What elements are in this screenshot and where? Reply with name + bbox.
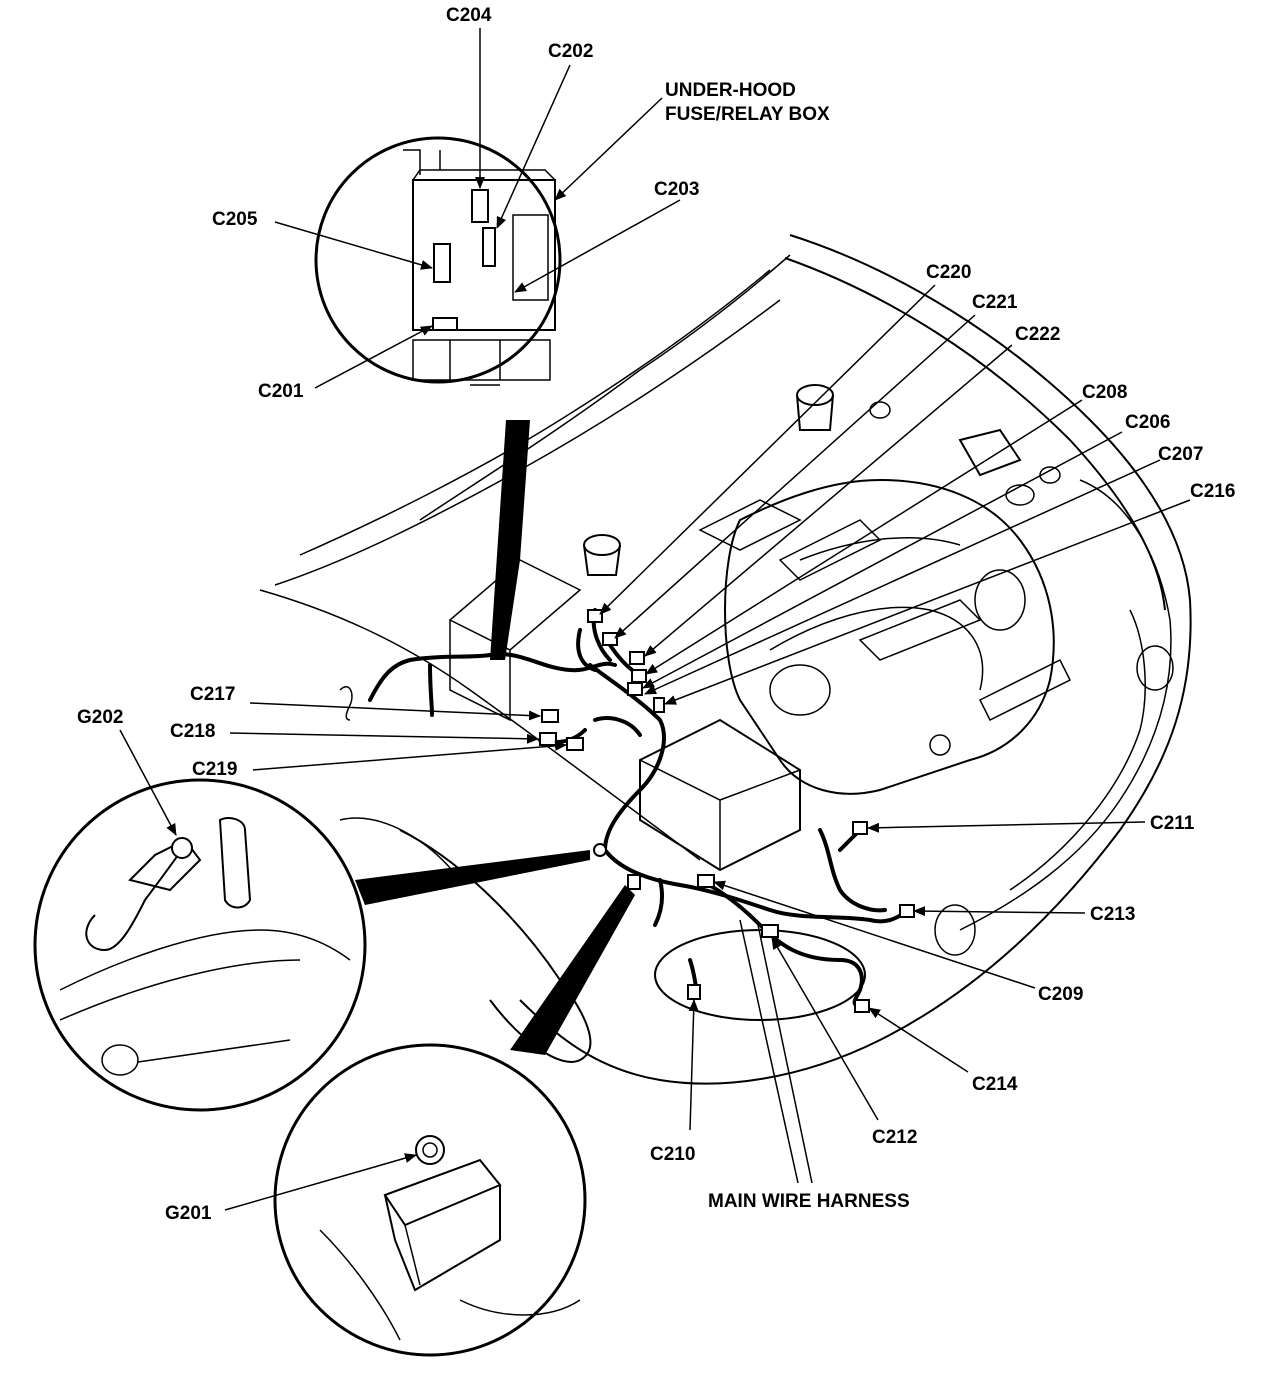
label-c208: C208 [1082,382,1127,403]
label-c205: C205 [212,209,258,230]
label-c219: C219 [192,759,237,780]
connector-c219-shape [566,737,584,751]
connector-c221-shape [602,632,618,646]
label-c211: C211 [1150,813,1195,834]
fuse-box-detail-circle [314,136,562,660]
connector-c207-shape [627,682,643,696]
label-c213: C213 [1090,904,1135,925]
g201-detail-circle [273,885,635,1357]
connector-c220-shape [587,609,603,623]
connector-c213-shape [899,904,915,918]
connector-c218-shape [539,732,557,746]
label-c207: C207 [1158,444,1203,465]
label-c212: C212 [872,1127,917,1148]
label-c214: C214 [972,1074,1018,1095]
label-fuse-box-line1: UNDER-HOOD [665,80,796,101]
label-fuse-box-line2: FUSE/RELAY BOX [665,104,830,125]
g202-detail-circle [33,778,590,1112]
connector-c216-shape [653,697,665,713]
connectors [539,609,915,1013]
connector-c210-shape [687,984,701,1000]
label-c222: C222 [1015,324,1060,345]
label-c202: C202 [548,41,593,62]
connector-c222-shape [629,651,645,665]
connector-c201-body [627,874,641,890]
label-c201: C201 [258,381,304,402]
label-c204: C204 [446,5,492,26]
label-main-wire-harness: MAIN WIRE HARNESS [708,1191,910,1212]
connector-c208-shape [631,669,647,683]
label-c203: C203 [654,179,699,200]
label-c206: C206 [1125,412,1170,433]
label-c220: C220 [926,262,971,283]
connector-c217-shape [541,709,559,723]
label-g202: G202 [77,707,123,728]
label-c221: C221 [972,292,1018,313]
connector-c211-shape [852,821,868,835]
label-g201: G201 [165,1203,212,1224]
label-c210: C210 [650,1144,695,1165]
connector-c214-shape [854,999,870,1013]
label-c217: C217 [190,684,235,705]
label-c218: C218 [170,721,215,742]
labels: C204 C202 UNDER-HOOD FUSE/RELAY BOX C203… [77,5,1235,1224]
connector-c212-shape [761,924,779,938]
label-c209: C209 [1038,984,1083,1005]
label-c216: C216 [1190,481,1235,502]
leader-lines [119,28,1191,1211]
main-wire-harness-drawing [339,608,912,1010]
connector-c209-shape [697,874,715,888]
ground-point-shape [593,843,607,857]
